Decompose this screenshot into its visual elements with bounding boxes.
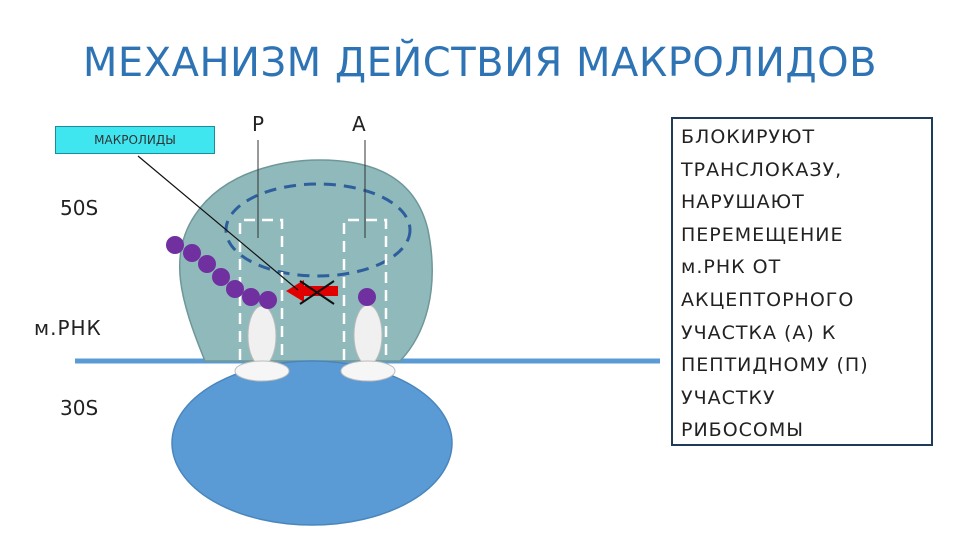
- trna-p-base: [234, 360, 290, 382]
- trna-p-stem: [247, 305, 277, 367]
- description-line: БЛОКИРУЮТ: [681, 126, 816, 148]
- description-line: ПЕПТИДНОМУ (П): [681, 354, 869, 377]
- macrolide-pointer: [137, 155, 299, 291]
- description-line: НАРУШАЮТ: [681, 191, 805, 214]
- macrolides-label: МАКРОЛИДЫ: [55, 126, 215, 154]
- large-subunit-50s: [178, 159, 433, 362]
- amino-acid: [259, 291, 277, 309]
- amino-acid-a-site: [358, 288, 376, 306]
- description-line: м.РНК ОТ: [681, 256, 782, 279]
- label-30s: 30S: [60, 396, 99, 420]
- label-mrna: м.РНК: [34, 316, 102, 340]
- label-p-site: Р: [252, 112, 265, 136]
- amino-acid: [198, 255, 216, 273]
- amino-acid: [183, 244, 201, 262]
- description-line: ТРАНСЛОКАЗУ,: [681, 158, 843, 181]
- description-line: УЧАСТКА (А) К: [681, 321, 837, 344]
- peptide-chain: [166, 236, 376, 309]
- amino-acid: [242, 288, 260, 306]
- description-box: БЛОКИРУЮТ ТРАНСЛОКАЗУ, НАРУШАЮТ ПЕРЕМЕЩЕ…: [671, 117, 933, 446]
- trna-a-stem: [353, 304, 383, 366]
- trna-a-base: [340, 360, 396, 382]
- description-line: АКЦЕПТОРНОГО: [681, 288, 855, 311]
- amino-acid: [166, 236, 184, 254]
- description-line: УЧАСТКУ: [681, 386, 776, 409]
- p-site: [238, 218, 284, 360]
- amino-acid: [212, 268, 230, 286]
- translocation-arrow: [286, 280, 338, 302]
- label-50s: 50S: [60, 196, 99, 220]
- block-cross-line: [299, 280, 335, 305]
- a-site: [342, 218, 388, 360]
- description-line: ПЕРЕМЕЩЕНИЕ: [681, 223, 844, 246]
- page-title: МЕХАНИЗМ ДЕЙСТВИЯ МАКРОЛИДОВ: [82, 40, 878, 86]
- description-line: РИБОСОМЫ: [681, 419, 805, 442]
- label-a-site: А: [352, 112, 366, 136]
- amino-acid: [226, 280, 244, 298]
- small-subunit-30s: [171, 360, 453, 526]
